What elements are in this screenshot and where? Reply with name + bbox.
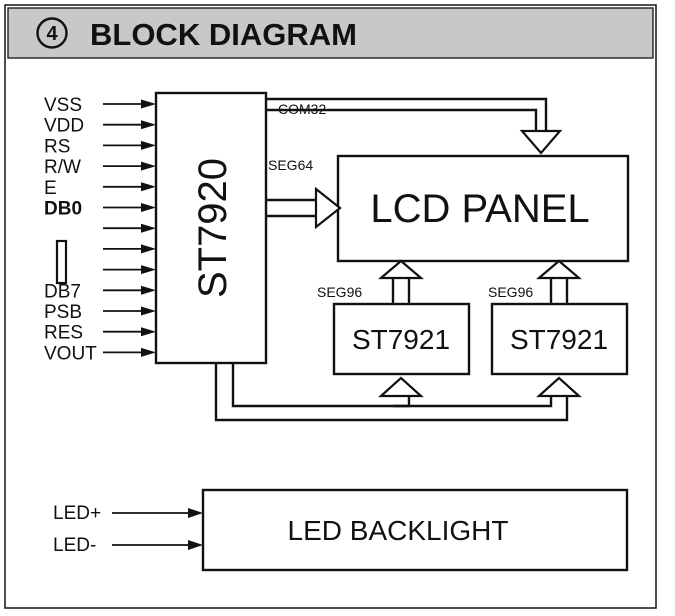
pin-label: RS [44,136,70,157]
pin-label: VSS [44,95,82,116]
pin-label: DB0 [44,199,82,220]
pin-label: RES [44,323,83,344]
section-number: 4 [46,23,58,45]
backlight-pin-plus [112,508,203,518]
pin-arrow-head [141,347,156,357]
pin-arrow-head [141,285,156,295]
section-title: BLOCK DIAGRAM [90,17,357,52]
pin-arrow-head [141,203,156,212]
pin-arrow-head [141,161,156,171]
backlight-label: LED BACKLIGHT [288,515,509,546]
backlight-pin-label-plus: LED+ [53,503,101,524]
backlight-box [201,488,629,572]
pin-label: VDD [44,116,84,137]
driver-1-seg-label: SEG96 [317,284,362,300]
pin-label: DB7 [44,281,81,302]
pin-label: PSB [44,302,82,323]
section-header [7,7,654,59]
pin-arrow-head [141,223,156,233]
driver-box-2 [490,302,629,376]
seg64-bus-label: SEG64 [268,157,313,173]
lcd-panel-label: LCD PANEL [370,187,589,231]
pin-arrow-head [141,327,156,337]
driver-1-up-arrow [378,259,424,304]
driver-2-seg-label: SEG96 [488,284,533,300]
seg64-bus-arrow [266,186,342,230]
pin-label: VOUT [44,343,97,364]
com-bus-label: COM32 [278,101,326,117]
controller-box [154,91,268,365]
pin-label: R/W [44,157,81,178]
com-bus-arrow [266,97,563,155]
pin-arrow-head [141,244,156,254]
pin-arrow-head [141,120,156,130]
backlight-pin-minus [112,540,203,550]
driver-label-1: ST7921 [352,324,450,355]
backlight-pin-label-minus: LED- [53,535,96,556]
pin-arrow-head [141,306,156,316]
controller-label: ST7920 [191,158,235,298]
driver-box-1 [332,302,471,376]
driver-feed-bus [214,363,582,422]
pin-arrow-head [141,265,156,275]
pin-arrow-head [141,182,156,192]
section-number-badge [36,17,68,49]
driver-label-2: ST7921 [510,324,608,355]
pin-arrow-head [141,99,156,109]
db-bus-bracket [55,239,68,285]
pin-label: E [44,178,57,199]
pin-arrow-head [141,140,156,150]
driver-2-up-arrow [536,259,582,304]
